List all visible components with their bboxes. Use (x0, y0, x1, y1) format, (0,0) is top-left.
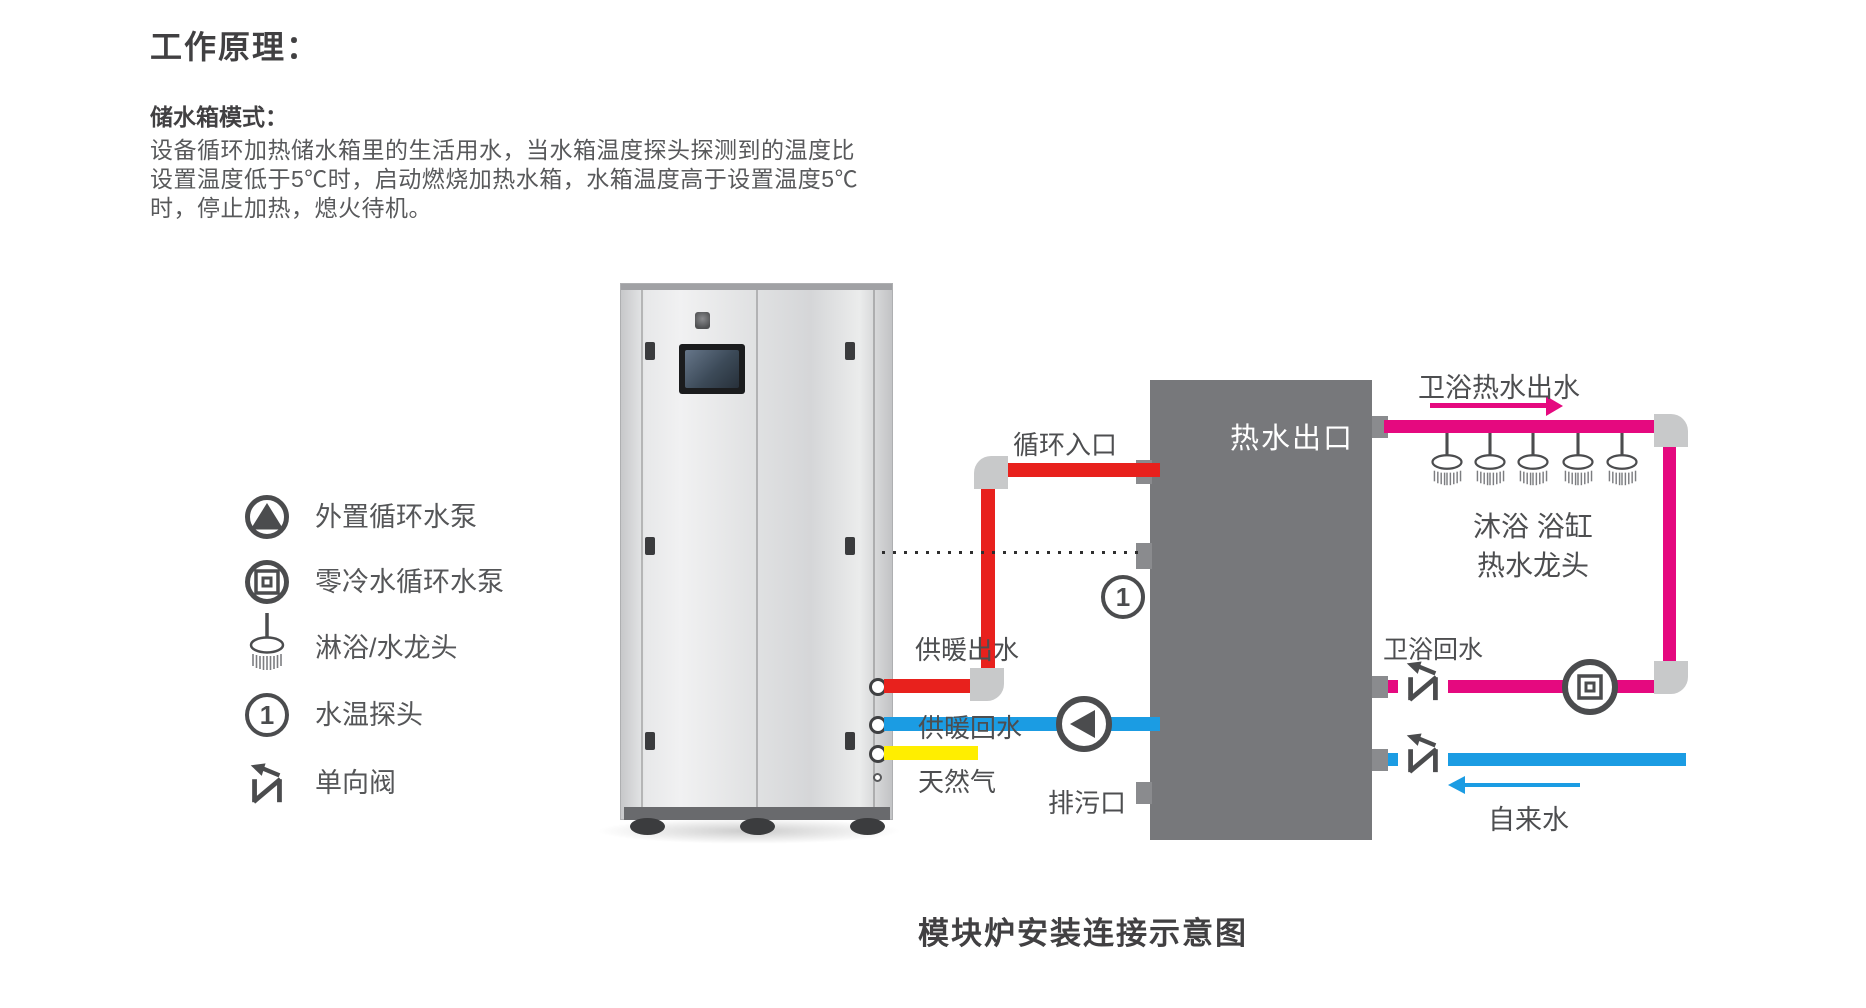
pipe-elbow (974, 456, 1008, 489)
label-circulation-inlet: 循环入口 (1013, 430, 1118, 460)
pipe-elbow (1654, 414, 1688, 447)
page-title: 工作原理： (150, 29, 321, 65)
check-valve-icon (250, 763, 282, 804)
bath-loop-down-pipe (1663, 426, 1676, 688)
legend-label-shower-faucet: 淋浴/水龙头 (315, 633, 458, 663)
label-tap-water: 自来水 (1488, 805, 1569, 835)
legend-label-check-valve: 单向阀 (315, 768, 396, 798)
label-hot-water-tap: 热水龙头 (1477, 550, 1590, 581)
pipe-elbow (970, 668, 1004, 701)
door-hinge (645, 537, 655, 555)
door-hinge (645, 732, 655, 750)
mode-description-line: 时，停止加热，熄火待机。 (150, 195, 432, 221)
label-heating-return: 供暖回水 (918, 713, 1023, 743)
flow-arrow-right-head (1546, 395, 1563, 416)
pipe-elbow (1654, 661, 1688, 694)
label-shower-bathtub: 沐浴 浴缸 (1473, 511, 1593, 542)
flow-arrow-left (1464, 783, 1580, 787)
check-valve-bath-return (1398, 659, 1448, 713)
circulation-inlet-pipe (988, 463, 1160, 477)
zero-cold-water-pump-icon (245, 560, 289, 604)
probe-number: 1 (259, 700, 275, 730)
check-valve-tap-water (1398, 731, 1448, 785)
door-hinge (645, 342, 655, 360)
tank-hot-water-outlet-label: 热水出口 (1230, 423, 1355, 455)
tap-water-pipe (1388, 753, 1686, 766)
label-bath-return: 卫浴回水 (1383, 636, 1484, 664)
external-circulation-pump (1056, 696, 1112, 752)
caster-foot (850, 818, 885, 835)
shower-head-icon (1474, 433, 1506, 486)
shower-head-icon (1606, 433, 1638, 486)
heating-outlet-pipe (884, 679, 994, 693)
tank-stub-probe (1136, 543, 1152, 569)
door-hinge (845, 342, 855, 360)
check-valve-icon (1406, 661, 1438, 702)
water-storage-tank (1150, 380, 1372, 840)
zero-cold-water-pump (1562, 659, 1618, 715)
boiler-cabinet (620, 283, 893, 820)
shower-faucet-icon (249, 613, 285, 670)
cabinet-door-seam (756, 290, 758, 807)
cabinet-panel-seam (641, 290, 643, 807)
circulation-riser-pipe (981, 468, 995, 688)
boiler-display-screen (685, 350, 739, 388)
shower-head-icon (1431, 433, 1463, 486)
check-valve-icon (1406, 733, 1438, 774)
circulation-pump-icon (245, 495, 289, 539)
door-hinge (845, 732, 855, 750)
shower-head-icon (1562, 433, 1594, 486)
bath-hot-water-pipe (1384, 420, 1676, 433)
mode-description-line: 设备循环加热储水箱里的生活用水，当水箱温度探头探测到的温度比 (150, 137, 855, 163)
probe-number: 1 (1115, 582, 1131, 612)
probe-wire-dotted-line (882, 551, 1138, 554)
mode-description-line: 设置温度低于5℃时，启动燃烧加热水箱，水箱温度高于设置温度5℃ (150, 166, 859, 192)
label-heating-outlet: 供暖出水 (915, 635, 1020, 665)
legend-label-circulation-pump: 外置循环水泵 (315, 502, 477, 532)
door-hinge (845, 537, 855, 555)
drain-hole (873, 773, 882, 782)
tank-stub-tap-water (1372, 749, 1388, 771)
temperature-probe-icon: 1 (245, 693, 289, 737)
temperature-probe-marker: 1 (1101, 575, 1145, 619)
tank-stub-drain (1136, 782, 1152, 804)
legend-label-zero-cold-pump: 零冷水循环水泵 (315, 567, 504, 597)
cabinet-top-edge (621, 284, 892, 290)
mode-heading: 储水箱模式： (150, 104, 288, 130)
legend-label-temperature-probe: 水温探头 (315, 700, 423, 730)
label-natural-gas: 天然气 (918, 767, 997, 797)
tank-stub-bath-return (1372, 676, 1388, 698)
label-bath-hot-water-out: 卫浴热水出水 (1418, 373, 1580, 403)
flow-arrow-right (1430, 403, 1546, 408)
cabinet-base (624, 807, 890, 820)
caster-foot (740, 818, 775, 835)
caster-foot (630, 818, 665, 835)
brand-logo (695, 312, 710, 329)
cabinet-panel-seam (873, 290, 875, 807)
flow-arrow-left-head (1448, 776, 1465, 794)
natural-gas-pipe (884, 746, 978, 760)
label-drain-outlet: 排污口 (1048, 788, 1127, 818)
diagram-caption: 模块炉安装连接示意图 (918, 916, 1248, 951)
shower-head-icon (1517, 433, 1549, 486)
